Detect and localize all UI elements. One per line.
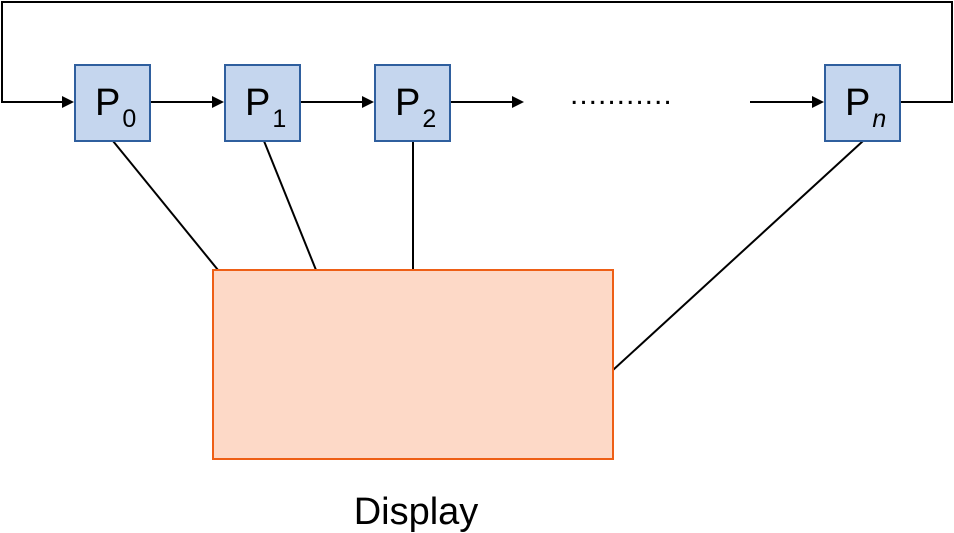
svg-text:P2: P2 (395, 82, 436, 133)
svg-text:P1: P1 (245, 82, 286, 133)
process-node-p0: P0 (74, 64, 151, 142)
process-pn-base: P (845, 82, 870, 124)
display-label: Display (354, 491, 479, 533)
process-p2-base: P (395, 82, 420, 124)
ellipsis-dots: ........... (570, 78, 673, 111)
loop-back-line (1, 1, 953, 108)
connector-pn-display (612, 140, 864, 371)
display-box (212, 269, 614, 460)
process-p1-base: P (245, 82, 270, 124)
process-p0-sub: 0 (122, 105, 136, 133)
svg-text:P0: P0 (95, 82, 136, 133)
process-p2-sub: 2 (422, 105, 436, 133)
svg-text:Pn: Pn (845, 82, 886, 133)
process-p1-sub: 1 (272, 105, 286, 133)
process-node-p2: P2 (374, 64, 451, 142)
process-node-pn: Pn (824, 64, 901, 142)
process-pn-sub: n (872, 105, 886, 133)
connector-p1-display (263, 140, 317, 271)
process-p0-base: P (95, 82, 120, 124)
process-node-p1: P1 (224, 64, 301, 142)
connector-p0-display (112, 140, 219, 271)
